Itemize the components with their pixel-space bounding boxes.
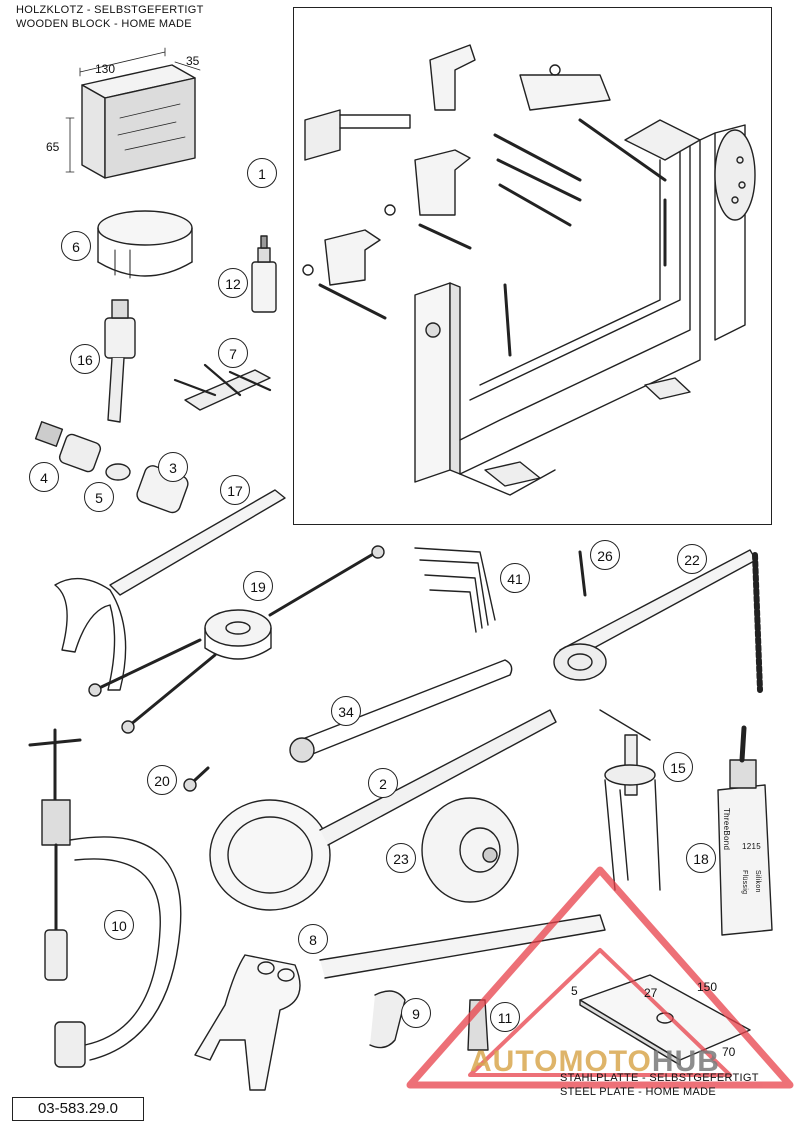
engine-stand-drawing — [302, 44, 756, 496]
block-height-dim: 65 — [46, 140, 60, 154]
callout-16: 16 — [70, 344, 100, 374]
tool-9-drawing — [369, 990, 406, 1049]
tube-code: 1215 — [742, 842, 761, 851]
callout-9: 9 — [401, 998, 431, 1028]
watermark-part-1: AUTOMOTO — [470, 1045, 652, 1078]
chain-wrench-drawing — [553, 549, 763, 693]
callout-26: 26 — [590, 540, 620, 570]
holding-wrench-17-drawing — [54, 489, 286, 691]
callout-18: 18 — [686, 843, 716, 873]
screw-20-drawing — [183, 766, 210, 792]
bearing-puller-drawing — [599, 709, 661, 891]
flywheel-puller-drawing — [421, 797, 519, 903]
callout-10: 10 — [104, 910, 134, 940]
callout-22: 22 — [677, 544, 707, 574]
plate-dim-4: 70 — [722, 1045, 736, 1059]
wooden-block-drawing — [65, 47, 201, 179]
ring-drawing — [97, 210, 193, 279]
watermark-text: AUTOMOTOHUB — [470, 1045, 720, 1079]
callout-17: 17 — [220, 475, 250, 505]
clamp-tool-drawing — [173, 363, 272, 411]
hex-keys-drawing — [414, 547, 496, 633]
bottle-drawing — [251, 235, 277, 313]
watermark-part-2: HUB — [651, 1045, 720, 1078]
tube-brand: ThreeBond — [722, 808, 731, 851]
steel-plate-line-2: STEEL PLATE - HOME MADE — [560, 1086, 717, 1098]
callout-23: 23 — [386, 843, 416, 873]
callout-11: 11 — [490, 1002, 520, 1032]
lever-tool-8-drawing — [194, 914, 606, 1091]
callout-8: 8 — [298, 924, 328, 954]
callout-34: 34 — [331, 696, 361, 726]
plate-dim-3: 150 — [697, 980, 718, 994]
watermark-triangle — [406, 866, 794, 1089]
valve-spring-compressor-drawing — [28, 728, 182, 1068]
callout-41: 41 — [500, 563, 530, 593]
steel-plate-drawing — [579, 974, 751, 1066]
assembly-frame — [293, 7, 772, 525]
block-length-dim: 130 — [95, 62, 116, 76]
callout-19: 19 — [243, 571, 273, 601]
callout-1: 1 — [247, 158, 277, 188]
sleeves-drawing — [34, 421, 189, 514]
callout-3: 3 — [158, 452, 188, 482]
callout-12: 12 — [218, 268, 248, 298]
header-line-1: HOLZKLOTZ - SELBSTGEFERTIGT — [16, 4, 204, 16]
callout-6: 6 — [61, 231, 91, 261]
block-depth-dim: 35 — [186, 54, 200, 68]
callout-5: 5 — [84, 482, 114, 512]
callout-20: 20 — [147, 765, 177, 795]
steel-plate-line-1: STAHLPLATTE - SELBSTGEFERTIGT — [560, 1072, 759, 1084]
plate-dim-2: 27 — [644, 986, 658, 1000]
clutch-holder-drawing — [209, 709, 557, 911]
puller-16-drawing — [104, 299, 136, 423]
part-number-box: 03-583.29.0 — [12, 1097, 144, 1121]
callout-4: 4 — [29, 462, 59, 492]
header-line-2: WOODEN BLOCK - HOME MADE — [16, 18, 192, 30]
callout-15: 15 — [663, 752, 693, 782]
callout-2: 2 — [368, 768, 398, 798]
socket-tool-19-drawing — [88, 545, 385, 734]
pin-drawing — [578, 550, 587, 597]
spanner-34-drawing — [289, 659, 513, 763]
callout-7: 7 — [218, 338, 248, 368]
plate-dim-1: 5 — [571, 984, 578, 998]
tube-sub: Silikon Flüssig — [741, 870, 761, 895]
sealant-tube-drawing — [717, 725, 773, 936]
